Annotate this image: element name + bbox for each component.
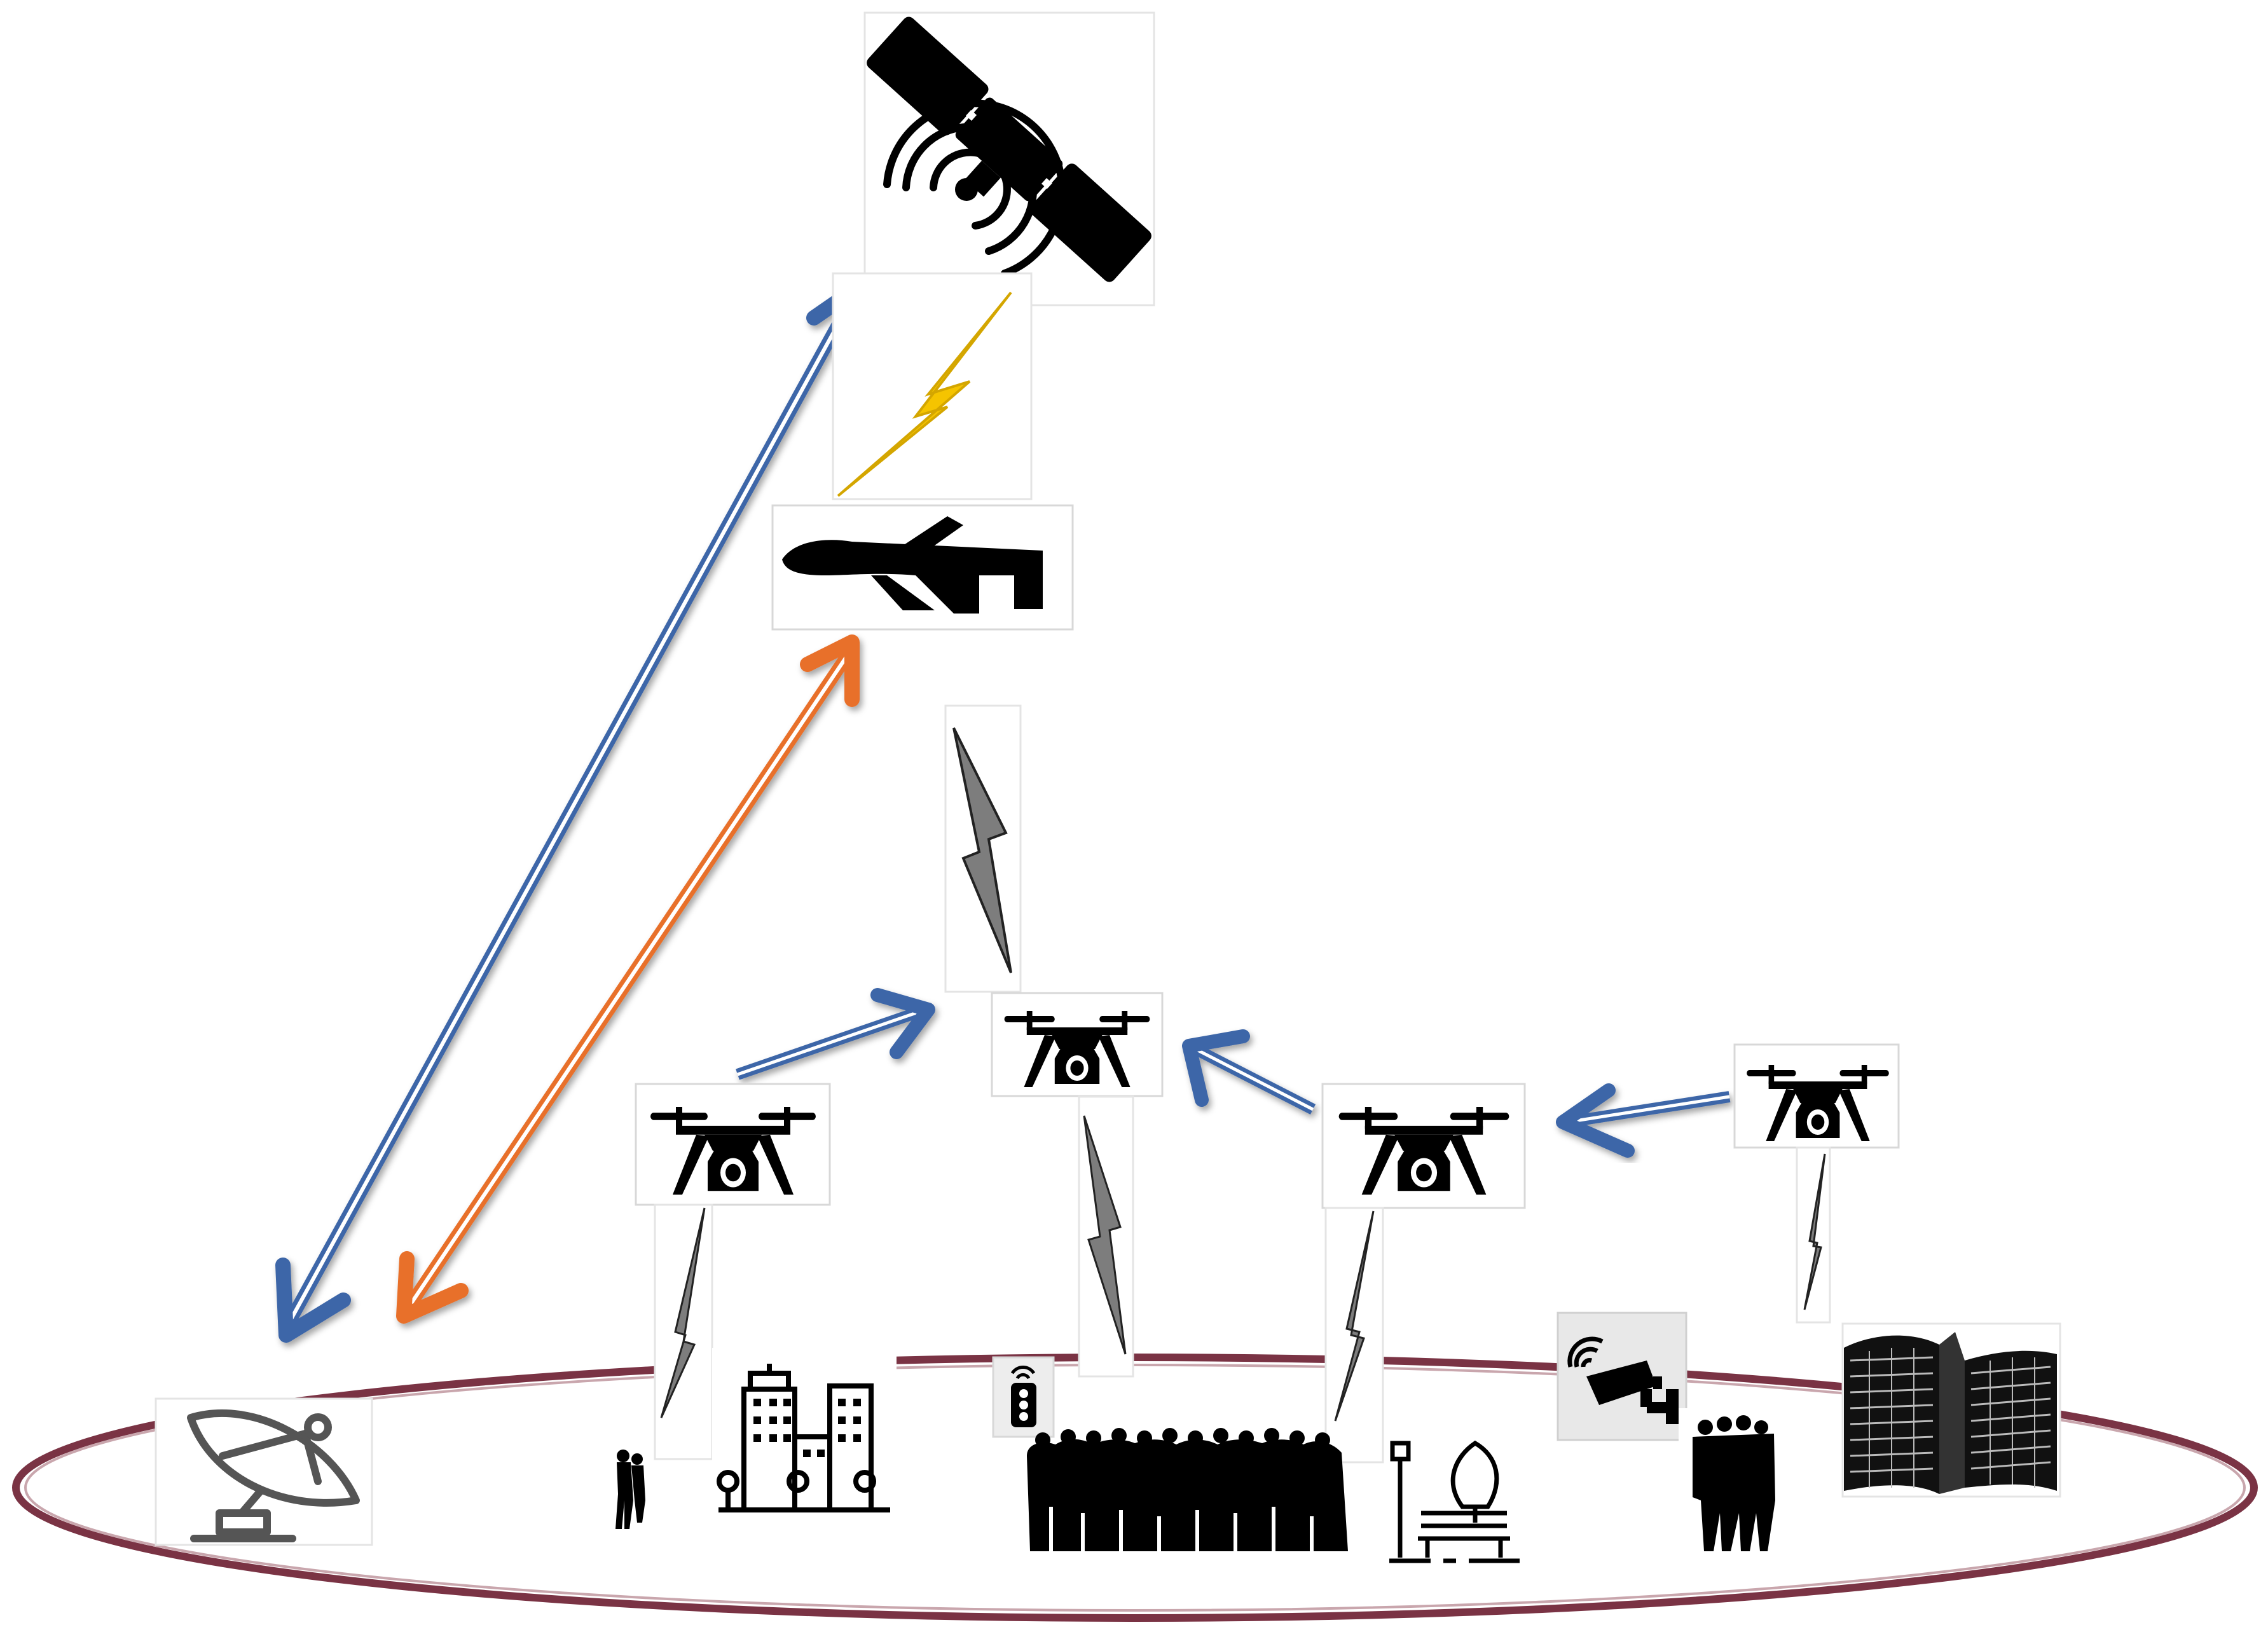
- drone-right-node: [1321, 1083, 1526, 1209]
- drone-center-node: [991, 992, 1164, 1097]
- fixed-wing-uav-node: [771, 504, 1074, 631]
- drone-far-right-node: [1733, 1043, 1900, 1149]
- ground-area-ring: [12, 1354, 2258, 1622]
- lightning-bolt-icon: [660, 1207, 706, 1418]
- city-buildings-node: [712, 1348, 897, 1519]
- wireless-link-drone-far-right-ground: [1796, 1146, 1831, 1324]
- traffic-light-icon: [1010, 1366, 1036, 1427]
- cctv-camera-icon: [1567, 1336, 1679, 1424]
- lightning-bolt-icon: [1803, 1153, 1826, 1310]
- ground-station-node: [155, 1397, 373, 1546]
- wireless-link-uav-satellite: [832, 272, 1033, 500]
- crowd-icon: [1027, 1428, 1348, 1551]
- wireless-link-center-uav: [944, 704, 1022, 993]
- wireless-link-drone-right-ground: [1324, 1207, 1384, 1464]
- city-buildings-icon: [717, 1364, 890, 1512]
- satellite-node: [863, 11, 1155, 306]
- cctv-camera-node: [1557, 1312, 1687, 1441]
- lightning-bolt-icon: [1083, 1115, 1127, 1355]
- walking-people-node: [607, 1443, 649, 1532]
- wireless-link-drone-left-ground: [654, 1203, 713, 1460]
- wireless-link-drone-center-ground: [1078, 1095, 1134, 1378]
- link-drone-left-to-center: [736, 988, 935, 1080]
- park-bench-icon: [1389, 1440, 1520, 1563]
- fixed-wing-drone-icon: [782, 516, 1043, 614]
- lightning-bolt-icon: [837, 291, 1012, 497]
- crowd-node: [1027, 1428, 1348, 1551]
- walking-people-icon: [615, 1450, 645, 1529]
- traffic-light-node: [992, 1356, 1055, 1438]
- lightning-bolt-icon: [952, 727, 1012, 973]
- lightning-bolt-icon: [1334, 1210, 1375, 1422]
- park-node: [1389, 1440, 1520, 1563]
- office-building-node: [1841, 1322, 2061, 1498]
- satellite-dish-icon: [187, 1409, 360, 1542]
- link-drone-right-to-center: [1182, 1029, 1316, 1115]
- satellite-icon: [867, 17, 1151, 282]
- office-building-icon: [1844, 1332, 2057, 1494]
- people-group-node: [1679, 1408, 1775, 1554]
- drone-left-node: [635, 1083, 831, 1206]
- link-drone-far-right-to-right: [1556, 1083, 1731, 1158]
- people-group-icon: [1693, 1415, 1775, 1551]
- link-ground-station-fixed-wing-uav: [396, 634, 860, 1324]
